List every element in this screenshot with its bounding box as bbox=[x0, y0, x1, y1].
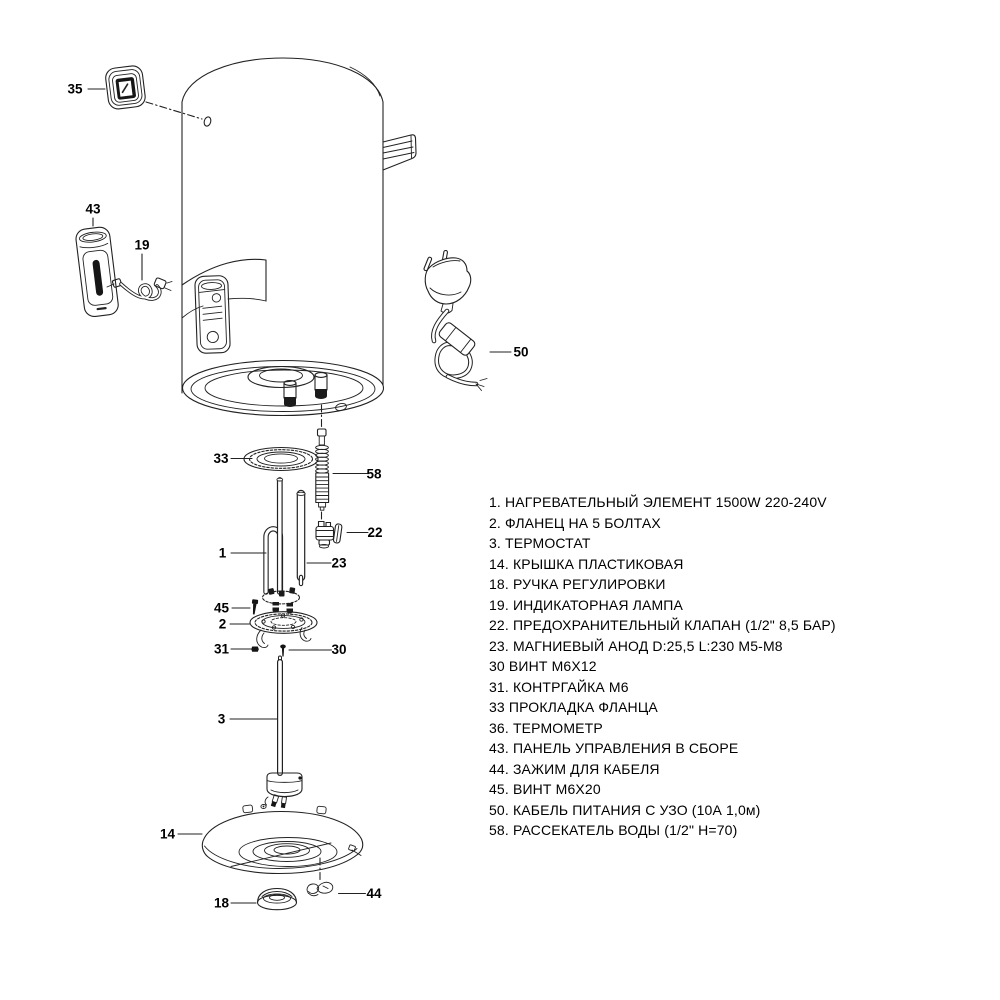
part-label-31: 31 bbox=[214, 642, 230, 657]
part-label-19: 19 bbox=[134, 238, 149, 253]
heating-element-part bbox=[261, 477, 301, 614]
parts-list-item: 22. ПРЕДОХРАНИТЕЛЬНЫЙ КЛАПАН (1/2" 8,5 Б… bbox=[489, 617, 836, 633]
plastic-cover-part bbox=[201, 804, 364, 881]
flange-part bbox=[249, 611, 318, 649]
power-cable-part bbox=[423, 249, 488, 391]
part-labels: 35 43 19 50 33 58 22 1 23 45 2 31 30 3 1… bbox=[67, 82, 528, 911]
parts-list-item: 36. ТЕРМОМЕТР bbox=[489, 719, 603, 736]
locknut-part bbox=[251, 646, 259, 652]
parts-list: 1. НАГРЕВАТЕЛЬНЫЙ ЭЛЕМЕНТ 1500W 220-240V… bbox=[489, 492, 836, 841]
part-label-22: 22 bbox=[367, 525, 382, 540]
adjustment-knob-part bbox=[256, 887, 298, 911]
parts-list-item: 43. ПАНЕЛЬ УПРАВЛЕНИЯ В СБОРЕ bbox=[489, 740, 739, 756]
water-diffuser-part bbox=[315, 404, 330, 523]
parts-list-item: 14. КРЫШКА ПЛАСТИКОВАЯ bbox=[489, 555, 684, 572]
parts-list-item: 30 ВИНТ М6Х12 bbox=[489, 658, 597, 674]
part-label-2: 2 bbox=[219, 617, 227, 632]
parts-list-item: 19. ИНДИКАТОРНАЯ ЛАМПА bbox=[489, 596, 683, 613]
parts-list-item: 33 ПРОКЛАДКА ФЛАНЦА bbox=[489, 699, 658, 715]
flange-gasket-part bbox=[243, 446, 319, 472]
tank-body bbox=[181, 57, 417, 417]
part-label-3: 3 bbox=[218, 712, 226, 727]
thermometer-hole bbox=[203, 116, 212, 127]
cable-clamp-part bbox=[306, 881, 334, 897]
parts-list-item: 18. РУЧКА РЕГУЛИРОВКИ bbox=[489, 576, 666, 592]
parts-list-item: 23. МАГНИЕВЫЙ АНОД D:25,5 L:230 M5-M8 bbox=[489, 637, 783, 654]
anode-part bbox=[296, 489, 306, 587]
part-label-35: 35 bbox=[67, 82, 83, 97]
safety-valve-part bbox=[315, 520, 343, 549]
part-label-23: 23 bbox=[331, 556, 347, 571]
part-label-45: 45 bbox=[214, 601, 230, 616]
parts-list-item: 45. ВИНТ М6Х20 bbox=[489, 781, 601, 797]
part-label-50: 50 bbox=[513, 345, 528, 360]
thermostat-part bbox=[260, 655, 303, 809]
parts-list-item: 3. ТЕРМОСТАТ bbox=[489, 535, 591, 551]
inlet-pipe-stud bbox=[283, 380, 297, 407]
screw-m6x12-part bbox=[280, 644, 286, 657]
screw-m6x20-part bbox=[251, 599, 259, 615]
parts-list-item: 58. РАССЕКАТЕЛЬ ВОДЫ (1/2" Н=70) bbox=[489, 822, 738, 838]
part-label-43: 43 bbox=[85, 202, 101, 217]
control-recess bbox=[181, 258, 267, 354]
thermometer-bezel-part bbox=[105, 65, 203, 120]
part-label-33: 33 bbox=[213, 451, 229, 466]
part-label-44: 44 bbox=[366, 886, 382, 901]
parts-list-item: 44. ЗАЖИМ ДЛЯ КАБЕЛЯ bbox=[489, 760, 660, 777]
part-label-1: 1 bbox=[219, 546, 227, 561]
part-label-14: 14 bbox=[160, 827, 176, 842]
part-label-30: 30 bbox=[331, 642, 346, 657]
leader-lines bbox=[87, 88, 512, 904]
indicator-lamp-part bbox=[106, 277, 173, 301]
outlet-pipe-stud bbox=[314, 372, 328, 399]
part-label-18: 18 bbox=[214, 896, 230, 911]
part-label-58: 58 bbox=[366, 467, 382, 482]
parts-list-item: 31. КОНТРГАЙКА М6 bbox=[489, 678, 629, 695]
parts-list-item: 50. КАБЕЛЬ ПИТАНИЯ С УЗО (10А 1,0м) bbox=[489, 801, 761, 818]
wall-bracket bbox=[382, 134, 417, 171]
parts-list-item: 2. ФЛАНЕЦ НА 5 БОЛТАХ bbox=[489, 514, 661, 531]
parts-list-item: 1. НАГРЕВАТЕЛЬНЫЙ ЭЛЕМЕНТ 1500W 220-240V bbox=[489, 494, 827, 510]
control-panel-part bbox=[75, 226, 119, 318]
